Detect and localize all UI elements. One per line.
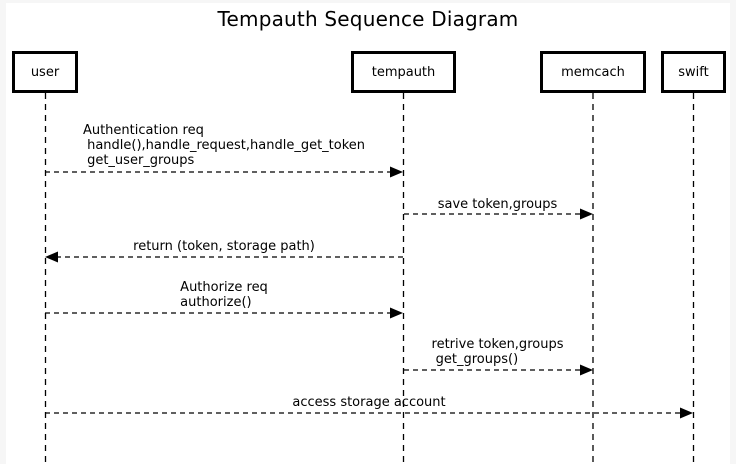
actor-label-user: user (30, 64, 60, 80)
actor-box-swift: swift (661, 51, 726, 93)
message-text: Authentication req handle(),handle_reque… (82, 123, 366, 168)
message-label-return-token: return (token, storage path) (45, 239, 403, 254)
actor-label-memcach: memcach (561, 64, 625, 80)
message-label-save-token: save token,groups (403, 197, 592, 212)
message-text: return (token, storage path) (133, 239, 315, 254)
message-label-retrieve-token: retrive token,groups get_groups() (403, 337, 592, 367)
message-text: retrive token,groups get_groups() (431, 337, 564, 367)
message-label-access-storage: access storage account (45, 395, 693, 410)
message-text: save token,groups (437, 197, 558, 212)
message-label-authorize: Authorize req authorize() (45, 280, 403, 310)
actor-label-swift: swift (678, 64, 709, 80)
message-text: Authorize req authorize() (180, 280, 268, 310)
actor-box-tempauth: tempauth (351, 51, 456, 93)
message-text: access storage account (292, 395, 446, 410)
diagram-title: Tempauth Sequence Diagram (217, 7, 519, 31)
message-label-auth-req: Authentication req handle(),handle_reque… (45, 123, 403, 168)
actor-label-tempauth: tempauth (371, 64, 436, 80)
actor-box-memcach: memcach (540, 51, 646, 93)
actor-box-user: user (12, 51, 78, 93)
